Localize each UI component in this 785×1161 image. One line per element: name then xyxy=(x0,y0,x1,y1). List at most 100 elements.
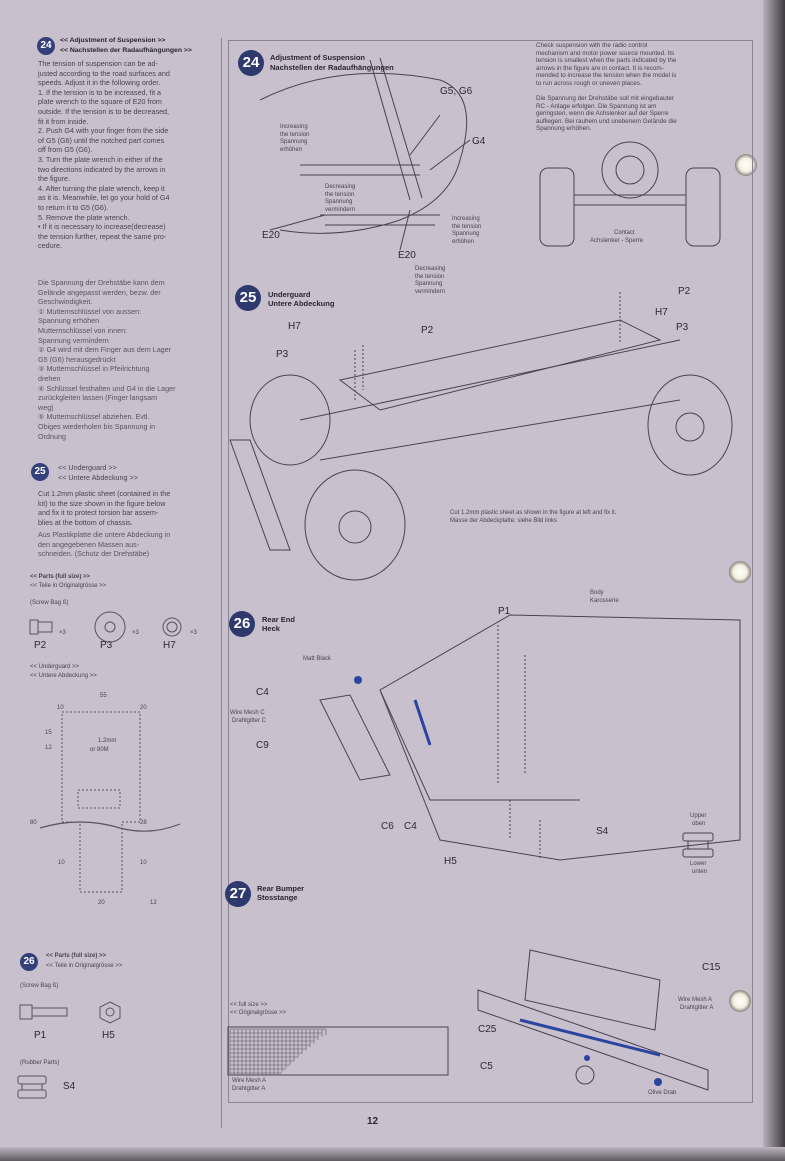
callout-c15: C15 xyxy=(702,962,721,973)
mesh-caption: Wire Mesh A xyxy=(232,1078,267,1084)
text-line: Spannung erhöhen. xyxy=(536,125,592,132)
text-line: 5. Remove the plate wrench. xyxy=(38,212,130,222)
dimension: 28 xyxy=(140,820,147,826)
text-line: blies at the bottom of chassis. xyxy=(38,517,133,527)
part-label: H5 xyxy=(102,1030,115,1041)
matt-black-marker xyxy=(354,676,362,684)
callout-c6: C6 xyxy=(381,821,394,832)
step-title-de: Untere Abdeckung xyxy=(268,299,335,308)
text-line: Ordnung xyxy=(38,431,66,441)
callout-p2: P2 xyxy=(421,325,434,336)
wire-mesh-grid xyxy=(229,1028,327,1075)
underguard-heading-de: << Untere Abdeckung >> xyxy=(30,673,97,679)
underguard-note-de: Masse der Abdeckplatte: siehe Bild links xyxy=(450,518,558,524)
parts-heading-en: << Parts (full size) >> xyxy=(46,953,107,959)
full-size-label: << full size >> xyxy=(230,1002,268,1008)
nut-h5-drawing xyxy=(99,1001,121,1024)
text-line: of G5 (G6) until the notched part comes xyxy=(38,135,165,145)
callout-p3: P3 xyxy=(676,322,689,333)
contact-label: Contact xyxy=(614,230,635,236)
callout-e20: E20 xyxy=(398,250,416,261)
part-label: P3 xyxy=(100,640,113,651)
label-line: erhöhen xyxy=(280,146,303,153)
text-line: Cut 1.2mm plastic sheet (contained in th… xyxy=(38,489,171,498)
label-line: Decreasing xyxy=(325,184,356,190)
note-de: Die Spannung der Drehstäbe soll mit eing… xyxy=(536,95,751,133)
callout-g4: G4 xyxy=(472,136,486,147)
part-qty: ×3 xyxy=(132,630,139,636)
step-badge: 26 xyxy=(229,611,255,637)
torsion-bar-drawing xyxy=(300,164,440,226)
binder-hole xyxy=(735,154,757,176)
text-line: Gelände angepasst werden, bezw. der xyxy=(38,287,161,297)
dimension: 15 xyxy=(45,730,52,736)
callout-s4: S4 xyxy=(596,826,609,837)
step-title-en: Rear End xyxy=(262,615,295,624)
body-label-de: Karosserie xyxy=(590,598,619,604)
text-line: to run across rough or uneven places. xyxy=(536,79,642,87)
text-line: arrows in the figure are in contact. It … xyxy=(536,64,664,72)
text-line: Mutternschlüssel von innen: xyxy=(38,325,128,335)
column-divider xyxy=(221,38,222,1128)
step-title-de: << Nachstellen der Radaufhängungen >> xyxy=(60,47,192,54)
text-line: speeds. Adjust it in the following order… xyxy=(38,78,161,88)
dimension: 12 xyxy=(45,745,52,751)
text-line: off from G5 (G6). xyxy=(38,145,93,155)
text-line: tension is smallest when the parts indic… xyxy=(536,57,677,64)
washer-h7-drawing xyxy=(162,617,182,637)
page-number: 12 xyxy=(367,1116,379,1127)
part-qty: ×3 xyxy=(59,630,66,636)
wheel-drawing xyxy=(249,374,331,466)
text-line: 1. If the tension is to be increased, fi… xyxy=(38,87,162,97)
text-line: justed according to the road surfaces an… xyxy=(38,68,170,78)
wheel-drawing xyxy=(539,167,575,247)
parts-heading-en: << Parts (full size) >> xyxy=(30,574,91,580)
callout-c25: C25 xyxy=(478,1024,497,1035)
dimension: 10 xyxy=(58,860,65,866)
wheel-drawing xyxy=(647,374,733,476)
step-badge: 24 xyxy=(238,50,264,76)
step-title-de: Stosstange xyxy=(257,893,298,902)
text-line: zurückgleiten lassen (Finger langsam xyxy=(38,393,158,403)
dimension: 55 xyxy=(100,693,107,699)
text-line: G5 (G6) herausgedrückt xyxy=(38,354,116,364)
text-line: Geschwindigkeit. xyxy=(38,297,93,307)
label-line: erhöhen xyxy=(452,238,475,245)
text-line: Die Spannung der Drehstäbe soll mit eing… xyxy=(536,95,674,102)
wheel-drawing xyxy=(685,167,721,247)
text-line: and fix it to protect torsion bar assem- xyxy=(38,508,159,518)
text-line: Aus Plastikplatte die untere Abdeckung i… xyxy=(38,530,171,539)
text-line: the tension further, repeat the same pro… xyxy=(38,231,167,241)
callout-h7: H7 xyxy=(655,307,668,318)
text-line: Spannung vermindern xyxy=(38,335,109,345)
text-line: 3. Turn the plate wrench in either of th… xyxy=(38,154,163,164)
part-label: S4 xyxy=(63,1081,76,1092)
c5-roller-drawing xyxy=(575,1065,595,1085)
step-badge: 25 xyxy=(235,285,261,311)
lower-label-de: unten xyxy=(692,869,708,875)
diagram-panel xyxy=(228,40,753,1103)
body-label: Body xyxy=(590,590,604,596)
text-line: ③ Mutternschlüssel in Pfeilrichtung xyxy=(38,364,150,374)
label-line: Increasing xyxy=(452,216,480,222)
text-line: mechanism and motor power source mounted… xyxy=(536,49,675,57)
lower-label: Lower xyxy=(690,861,707,867)
step-title-en: << Underguard >> xyxy=(58,463,117,472)
text-line: ② G4 wird mit dem Finger aus dem Lager xyxy=(38,345,172,355)
label-line: Spannung xyxy=(415,281,443,287)
text-line: as it is. Meanwhile, let go your hold of… xyxy=(38,193,170,203)
front-bumper-drawing xyxy=(229,439,291,551)
upper-label-de: oben xyxy=(692,821,706,827)
text-line: Spannung erhöhen xyxy=(38,316,100,326)
rubber-parts-label: (Rubber Parts) xyxy=(20,1060,60,1066)
step-badge: 25 xyxy=(31,463,49,481)
dimension: 10 xyxy=(57,705,64,711)
wheel-drawing xyxy=(304,469,406,581)
label-line: vermindern xyxy=(415,288,446,295)
screw-bag-label: (Screw Bag ß) xyxy=(30,600,69,606)
underguard-plate-drawing xyxy=(338,319,662,411)
part-label: H7 xyxy=(163,640,176,651)
